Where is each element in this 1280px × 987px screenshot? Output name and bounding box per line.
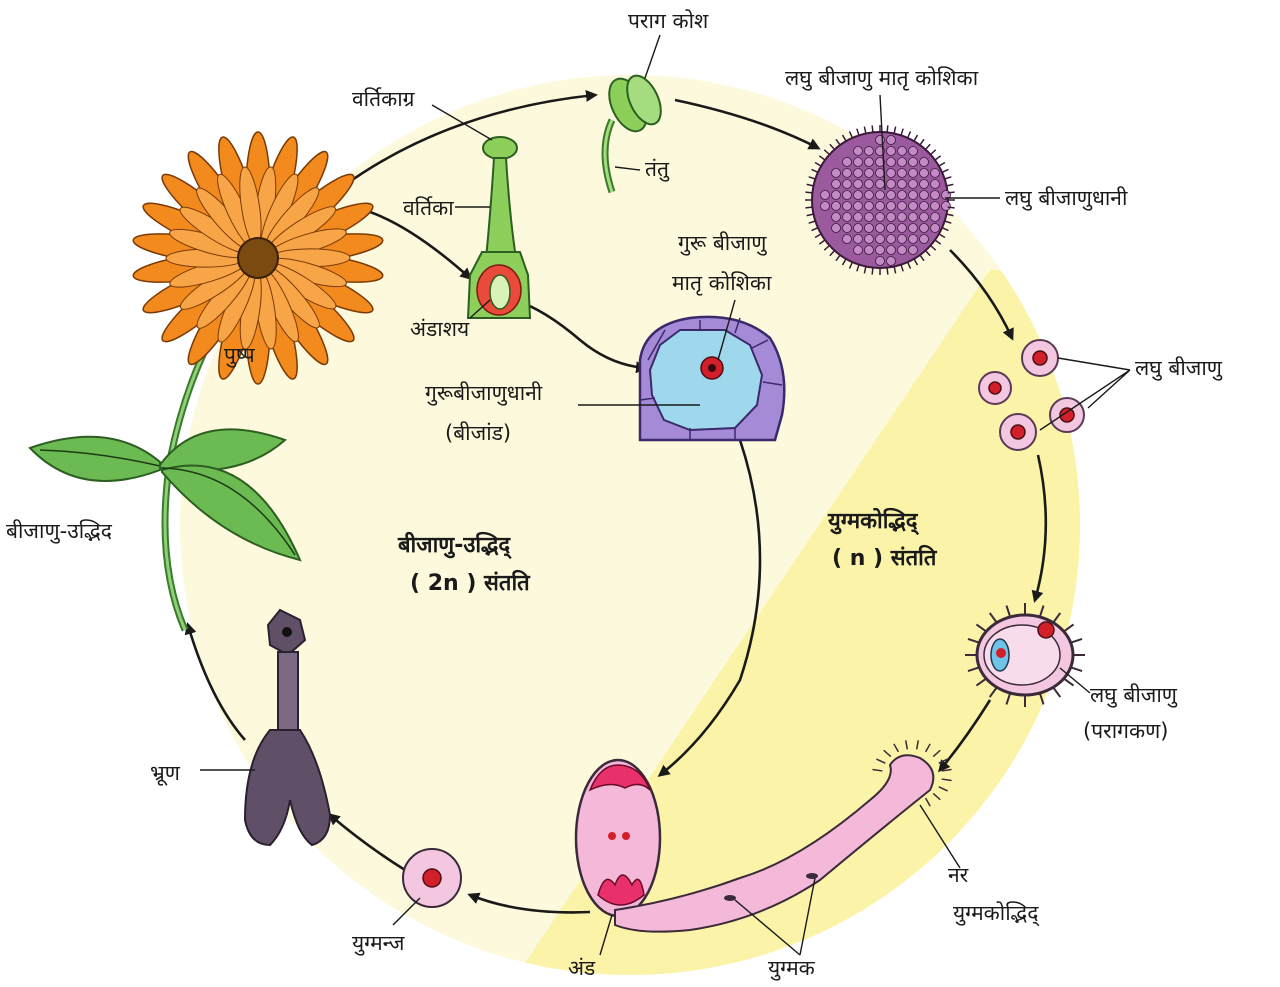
zygote-illustration [403,849,461,907]
label-bhrun: भ्रूण [150,761,181,786]
label-gametophyte-ploidy: ( n ) संतति [832,544,938,571]
label-sporophyte-ploidy: ( 2n ) संतति [410,569,531,596]
label-sporophyte-title: बीजाणु-उद्भिद् [397,531,512,560]
label-gametophyte-title: युग्मकोद्भिद् [827,507,920,536]
label-tantu: तंतु [645,157,670,182]
leader-parag-kosh [645,35,660,78]
label-parag-kosh: पराग कोश [628,9,709,33]
label-guru-mother-2: मातृ कोशिका [672,271,772,296]
label-pushp: पुष्प [224,343,256,368]
label-yugmanj: युग्मन्ज [352,931,405,956]
label-laghu-bijanu: लघु बीजाणु [1135,356,1223,381]
label-vartika: वर्तिका [403,196,454,220]
label-bijanu-udbhid: बीजाणु-उद्भिद [6,519,113,544]
label-yugmak: युग्मक [768,956,816,981]
leaf-left [30,437,160,481]
ovule-illustration [640,317,784,440]
label-and: अंड [568,956,596,980]
label-laghu-mother: लघु बीजाणु मातृ कोशिका [785,66,979,91]
label-laghu-bijanu-pollen: लघु बीजाणु [1090,683,1178,708]
label-paragkan: (परागकण) [1083,719,1168,743]
label-andashay: अंडाशय [410,317,470,341]
label-bijand: (बीजांड) [445,421,511,445]
label-guru-mother-1: गुरू बीजाणु [678,231,767,256]
label-laghu-bijanudhani: लघु बीजाणुधानी [1005,186,1128,211]
embryo-sac-illustration [576,760,660,916]
label-guru-bijanudhani: गुरूबीजाणुधानी [425,381,543,406]
label-vartikagra: वर्तिकाग्र [352,87,416,111]
label-nar: नर [948,863,969,887]
label-nar-gametophyte: युग्मकोद्भिद् [953,901,1040,927]
leader-laghu-bijanu-2 [1060,668,1090,693]
